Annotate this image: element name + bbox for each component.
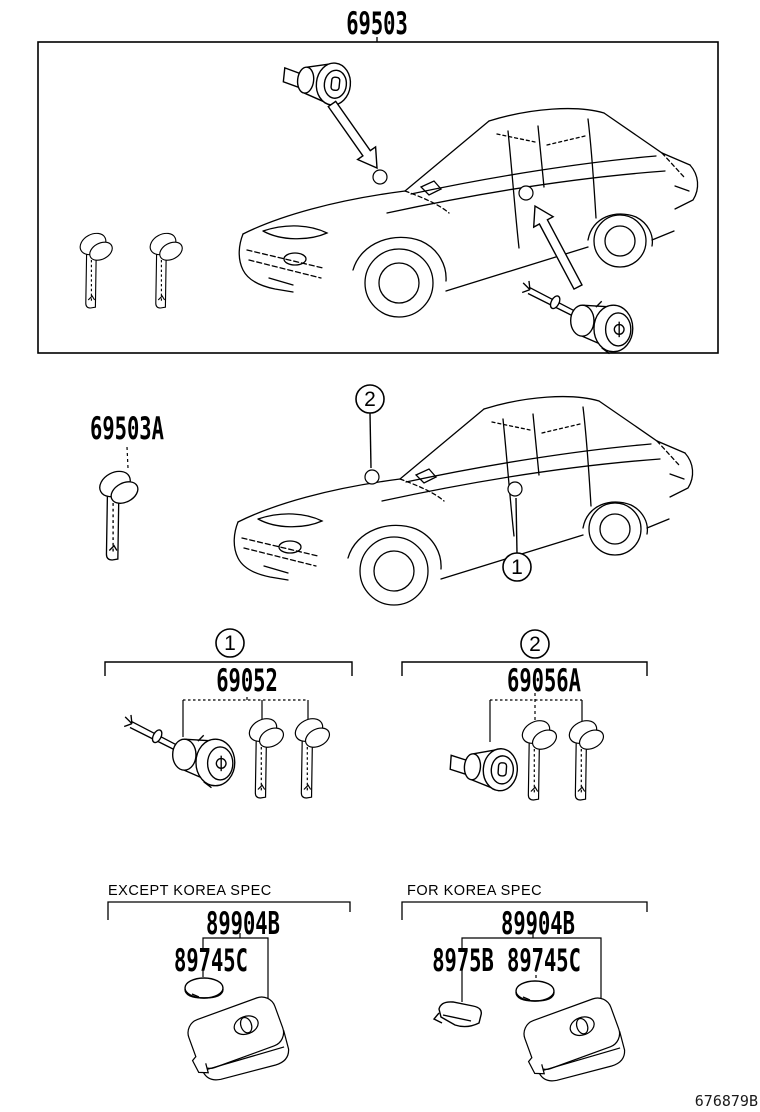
overview-master-key-2 — [145, 228, 186, 309]
overview-door-position-circle — [518, 185, 534, 201]
for-battery-part-number-label: 89745C — [507, 943, 581, 979]
for-connector — [461, 937, 602, 1005]
door-callout-number: 1 — [511, 556, 523, 579]
overview-master-key-1 — [75, 228, 116, 309]
group2-callout-number: 2 — [529, 633, 541, 656]
for-korea-heading: FOR KOREA SPEC — [407, 883, 543, 899]
key-blank-drawing — [94, 465, 143, 561]
group1-door-cylinder — [123, 714, 236, 789]
group2-callout-circle — [520, 629, 550, 659]
group2-ignition-cylinder — [448, 744, 520, 793]
overview-car-drawing — [238, 107, 699, 318]
for-fob-drawing — [515, 993, 631, 1093]
location-car-drawing — [233, 395, 694, 606]
except-assembly-part-number-label: 89904B — [206, 906, 280, 942]
for-cover-part-number-label: 8975B — [432, 943, 494, 979]
ignition-callout-number: 2 — [364, 388, 376, 411]
group1-part-number-label: 69052 — [216, 663, 278, 699]
ignition-callout-circle — [355, 384, 385, 414]
arrow-to-door-location — [532, 204, 583, 291]
main-part-number-label: 69503 — [346, 6, 408, 42]
group1-callout-circle — [215, 628, 245, 658]
group2-connector-drops — [489, 700, 583, 742]
except-fob-drawing — [179, 992, 295, 1092]
group1-connector-drops — [182, 700, 309, 737]
except-korea-heading: EXCEPT KOREA SPEC — [108, 883, 272, 899]
for-cover-drawing — [433, 1001, 483, 1028]
ignition-position-circle — [364, 469, 380, 485]
door-callout-line — [515, 497, 518, 554]
group1-key-1 — [244, 713, 288, 799]
overview-door-cylinder — [521, 280, 634, 355]
except-battery-part-number-label: 89745C — [174, 943, 248, 979]
for-assembly-part-number-label: 89904B — [501, 906, 575, 942]
arrow-to-ignition-location — [327, 100, 378, 170]
overview-ignition-cylinder — [280, 57, 354, 108]
diagram-code: 676879B — [694, 1092, 758, 1110]
key-blank-part-number-label: 69503A — [90, 411, 164, 447]
group2-part-number-label: 69056A — [507, 663, 581, 699]
ignition-callout-line — [369, 412, 372, 469]
overview-box-border — [37, 41, 719, 354]
except-battery-drawing — [184, 977, 224, 999]
for-korea-bracket — [401, 901, 648, 920]
group1-bracket — [104, 661, 353, 676]
except-connector — [202, 937, 269, 1007]
door-callout-circle — [502, 552, 532, 582]
group2-key-2 — [564, 715, 608, 801]
overview-ignition-position-circle — [372, 169, 388, 185]
door-position-circle — [507, 481, 523, 497]
group2-key-1 — [517, 715, 561, 801]
for-battery-drawing — [515, 980, 555, 1002]
group1-callout-number: 1 — [224, 632, 236, 655]
group1-key-2 — [290, 713, 334, 799]
group2-bracket — [401, 661, 648, 676]
except-korea-bracket — [107, 901, 351, 920]
key-blank-label-tick — [126, 446, 129, 469]
